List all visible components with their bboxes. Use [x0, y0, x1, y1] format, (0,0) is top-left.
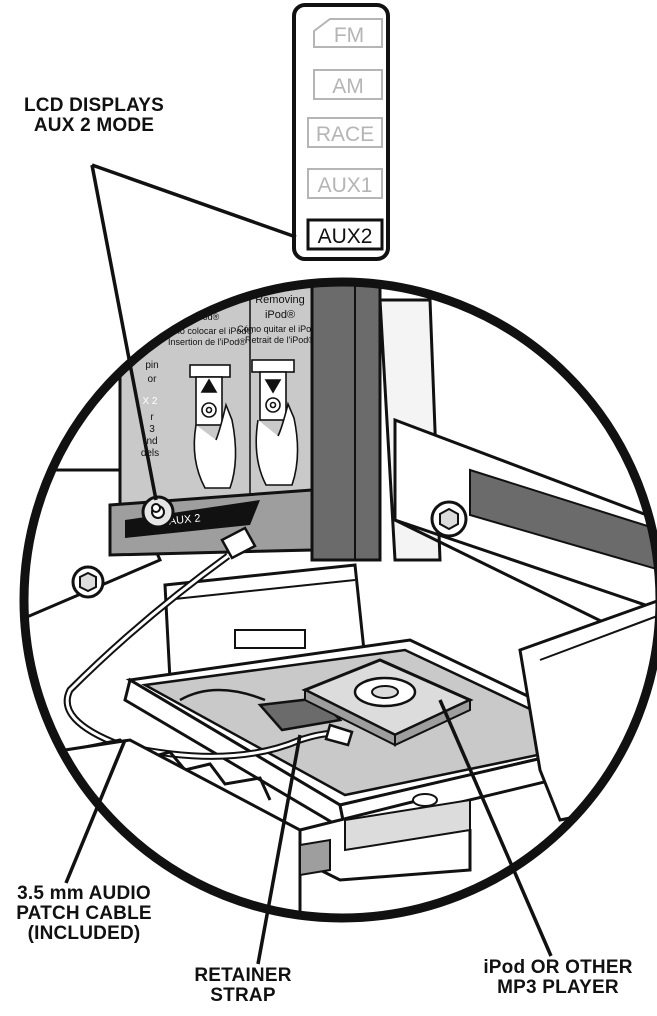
bolt-right [432, 502, 466, 536]
leader-dots [152, 504, 160, 512]
placard-left-frag-5: 3 [149, 424, 155, 435]
lcd-display: FM AM RACE AUX1 AUX2 [294, 5, 388, 259]
callout-player-line1: iPod OR OTHER [466, 958, 650, 978]
placard-col1-line3: Insertion de l'iPod® [168, 337, 246, 347]
placard-left-frag-2: or [148, 374, 158, 385]
placard-left-frag-6: nd [146, 436, 157, 447]
callout-cable-line2: PATCH CABLE [0, 904, 168, 924]
placard-col2-line3: Cómo quitar el iPod® [237, 324, 323, 334]
callout-cable-line1: 3.5 mm AUDIO [0, 884, 168, 904]
bolt-left [73, 567, 103, 597]
callout-strap-line2: STRAP [178, 986, 308, 1006]
callout-lcd-mode: LCD DISPLAYS AUX 2 MODE [14, 96, 174, 136]
placard-left-frag-3: X 2 [142, 396, 157, 407]
callout-patch-cable: 3.5 mm AUDIO PATCH CABLE (INCLUDED) [0, 884, 168, 944]
lcd-mode-race: RACE [308, 118, 382, 147]
lcd-mode-aux2-label: AUX2 [318, 225, 373, 248]
callout-retainer-strap: RETAINER STRAP [178, 966, 308, 1006]
placard-col2-line4: Retrait de l'iPod® [245, 335, 315, 345]
lcd-mode-aux1: AUX1 [308, 169, 382, 198]
lcd-mode-aux2: AUX2 [308, 220, 382, 249]
center-post [312, 285, 380, 560]
placard-left-frag-1: pin [145, 360, 158, 371]
lcd-mode-race-label: RACE [316, 123, 374, 146]
lcd-mode-am-label: AM [332, 75, 364, 98]
placard-col2-line2: iPod® [265, 309, 295, 321]
callout-lcd-line2: AUX 2 MODE [14, 116, 174, 136]
callout-cable-line3: (INCLUDED) [0, 924, 168, 944]
callout-lcd-line1: LCD DISPLAYS [14, 96, 174, 116]
callout-strap-line1: RETAINER [178, 966, 308, 986]
callout-player-line2: MP3 PLAYER [466, 978, 650, 998]
placard-left-frag-7: dels [141, 448, 159, 459]
lcd-mode-aux1-label: AUX1 [318, 174, 373, 197]
callout-mp3-player: iPod OR OTHER MP3 PLAYER [466, 958, 650, 998]
lcd-mode-fm-label: FM [334, 24, 364, 47]
